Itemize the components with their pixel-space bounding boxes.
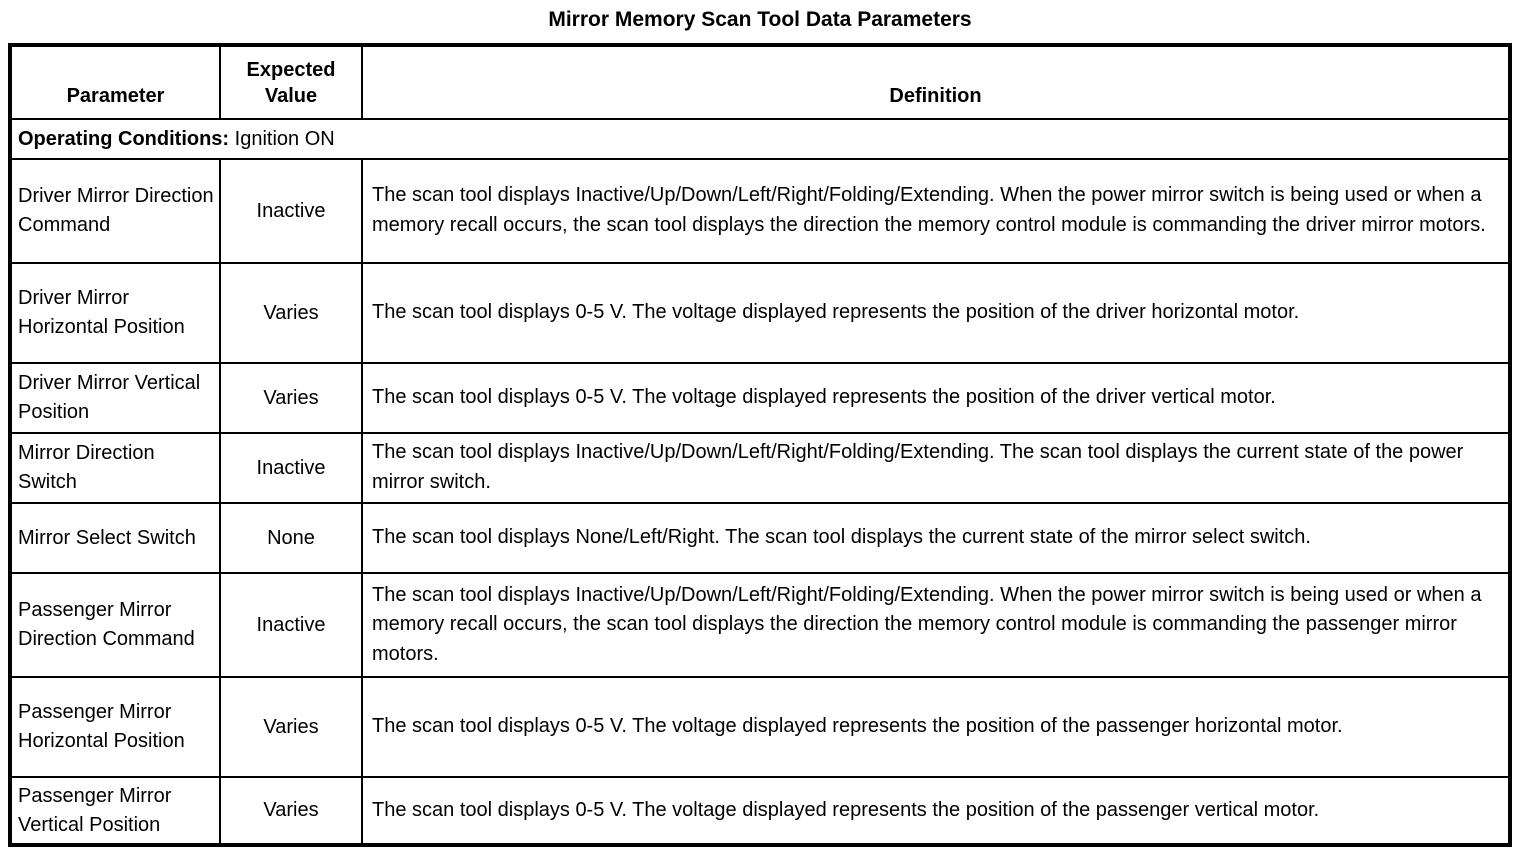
operating-conditions-row: Operating Conditions: Ignition ON [9, 118, 1511, 160]
parameter-cell: Mirror Direction Switch [9, 432, 221, 504]
parameter-cell: Passenger Mirror Horizontal Position [9, 676, 221, 778]
table-header-row: Parameter Expected Value Definition [9, 44, 1511, 120]
column-header-parameter: Parameter [9, 44, 221, 120]
operating-conditions-value: Ignition ON [234, 128, 335, 150]
expected-value-cell: Inactive [219, 572, 363, 678]
expected-value-cell: Varies [219, 776, 363, 846]
definition-cell: The scan tool displays Inactive/Up/Down/… [361, 572, 1511, 678]
definition-cell: The scan tool displays 0-5 V. The voltag… [361, 262, 1511, 364]
definition-cell: The scan tool displays 0-5 V. The voltag… [361, 362, 1511, 434]
definition-cell: The scan tool displays 0-5 V. The voltag… [361, 676, 1511, 778]
parameter-cell: Driver Mirror Horizontal Position [9, 262, 221, 364]
page-title: Mirror Memory Scan Tool Data Parameters [548, 8, 972, 31]
expected-value-cell: Varies [219, 362, 363, 434]
definition-cell: The scan tool displays Inactive/Up/Down/… [361, 432, 1511, 504]
expected-value-cell: Varies [219, 676, 363, 778]
parameter-cell: Passenger Mirror Direction Command [9, 572, 221, 678]
table-row: Mirror Select Switch None The scan tool … [9, 502, 1511, 574]
parameter-cell: Passenger Mirror Vertical Position [9, 776, 221, 846]
table-row: Mirror Direction Switch Inactive The sca… [9, 432, 1511, 504]
expected-value-cell: Inactive [219, 432, 363, 504]
operating-conditions-label: Operating Conditions: [18, 128, 230, 150]
table-row: Passenger Mirror Direction Command Inact… [9, 572, 1511, 678]
table-row: Driver Mirror Vertical Position Varies T… [9, 362, 1511, 434]
expected-value-cell: Varies [219, 262, 363, 364]
expected-value-cell: None [219, 502, 363, 574]
column-header-expected-value: Expected Value [219, 44, 363, 120]
parameter-cell: Driver Mirror Vertical Position [9, 362, 221, 434]
expected-value-cell: Inactive [219, 158, 363, 264]
definition-cell: The scan tool displays 0-5 V. The voltag… [361, 776, 1511, 846]
table-row: Passenger Mirror Horizontal Position Var… [9, 676, 1511, 778]
table-row: Passenger Mirror Vertical Position Varie… [9, 776, 1511, 846]
table-row: Driver Mirror Horizontal Position Varies… [9, 262, 1511, 364]
column-header-definition: Definition [361, 44, 1511, 120]
definition-cell: The scan tool displays None/Left/Right. … [361, 502, 1511, 574]
parameter-cell: Mirror Select Switch [9, 502, 221, 574]
parameter-cell: Driver Mirror Direction Command [9, 158, 221, 264]
scan-tool-data-table: Parameter Expected Value Definition Oper… [8, 43, 1512, 847]
operating-conditions-cell: Operating Conditions: Ignition ON [9, 118, 1511, 160]
table-row: Driver Mirror Direction Command Inactive… [9, 158, 1511, 264]
definition-cell: The scan tool displays Inactive/Up/Down/… [361, 158, 1511, 264]
